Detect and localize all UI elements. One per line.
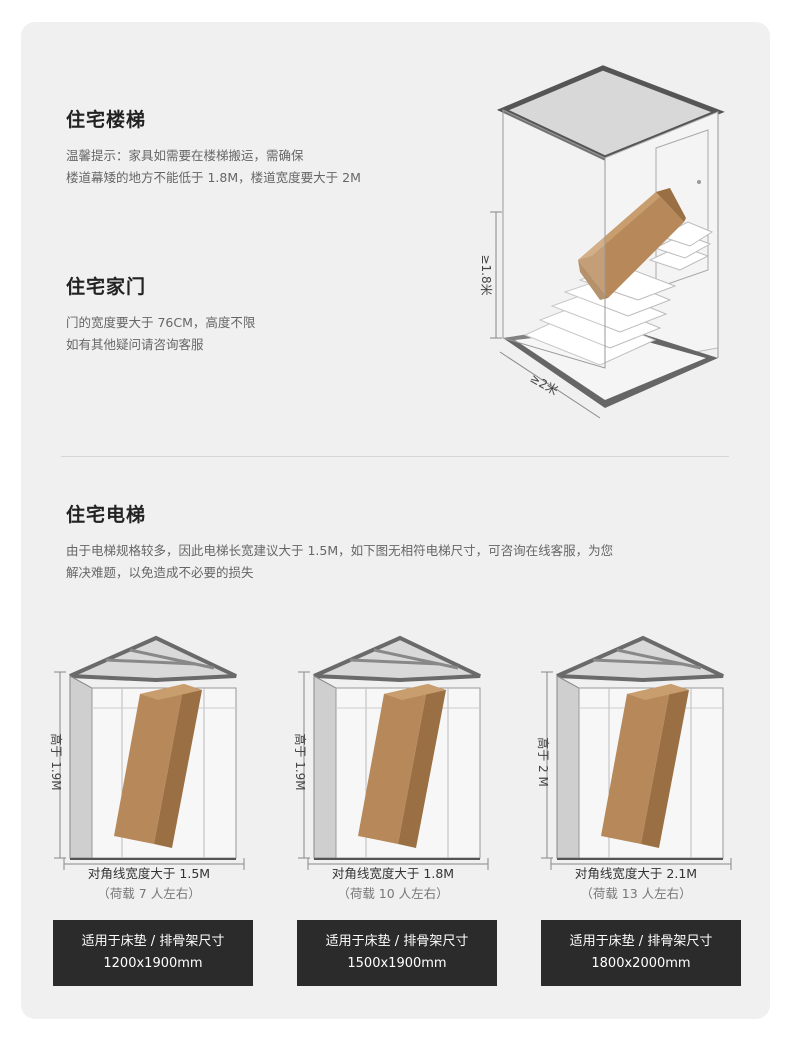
door-title: 住宅家门	[66, 276, 147, 298]
elevator-caption-3: 对角线宽度大于 2.1M （荷载 13 人左右）	[521, 864, 751, 904]
elevator-description: 由于电梯规格较多，因此电梯长宽建议大于 1.5M，如下图无相符电梯尺寸，可咨询在…	[66, 540, 736, 584]
door-description: 门的宽度要大于 76CM，高度不限 如有其他疑问请咨询客服	[66, 312, 255, 356]
size-box-dims-1: 1200x1900mm	[103, 956, 203, 971]
elevator-illustration-2: 高于 1.9M	[293, 635, 481, 860]
elevator-line-1: 由于电梯规格较多，因此电梯长宽建议大于 1.5M，如下图无相符电梯尺寸，可咨询在…	[66, 543, 614, 558]
diag-dimension-line-1	[63, 858, 245, 870]
stairs-line-2: 楼道幕矮的地方不能低于 1.8M，楼道宽度要大于 2M	[66, 170, 361, 185]
glass-wall	[502, 109, 606, 369]
size-box-1: 适用于床垫 / 排骨架尺寸 1200x1900mm	[53, 920, 253, 986]
elevator-ceiling-1	[69, 635, 237, 683]
diag-dimension-line-3	[550, 858, 732, 870]
size-box-dims-2: 1500x1900mm	[347, 956, 447, 971]
size-box-fit-2: 适用于床垫 / 排骨架尺寸	[325, 934, 469, 949]
load-label-1: （荷载 7 人左右）	[97, 886, 201, 901]
elevator-caption-1: 对角线宽度大于 1.5M （荷载 7 人左右）	[34, 864, 264, 904]
stairs-line-1: 温馨提示：家具如需要在楼梯搬运，需确保	[66, 148, 304, 163]
diag-label-2: 对角线宽度大于 1.8M	[331, 866, 455, 881]
height-label-1: 高于 1.9M	[49, 733, 64, 790]
size-box-2: 适用于床垫 / 排骨架尺寸 1500x1900mm	[297, 920, 497, 986]
diag-label-3: 对角线宽度大于 2.1M	[574, 866, 698, 881]
door-line-1: 门的宽度要大于 76CM，高度不限	[66, 315, 256, 330]
elevator-box-3	[601, 684, 689, 848]
size-box-fit-1: 适用于床垫 / 排骨架尺寸	[81, 934, 225, 949]
stairwell-illustration: ≥1.8米 ≥2米	[479, 65, 725, 419]
size-box-dims-3: 1800x2000mm	[591, 956, 691, 971]
elevator-illustration-3: 高于 2 M	[536, 635, 724, 860]
elevator-ceiling-2	[313, 635, 481, 683]
elevator-box-1	[114, 684, 202, 848]
elevator-caption-2: 对角线宽度大于 1.8M （荷载 10 人左右）	[278, 864, 508, 904]
elevator-left-wall-3	[556, 675, 580, 859]
size-box-fit-3: 适用于床垫 / 排骨架尺寸	[569, 934, 713, 949]
elevator-box-2	[358, 684, 446, 848]
stairwell-height-label: ≥1.8米	[479, 254, 493, 295]
elevator-left-wall-1	[69, 675, 93, 859]
load-label-3: （荷载 13 人左右）	[580, 886, 692, 901]
height-label-2: 高于 1.9M	[293, 733, 308, 790]
elevator-line-2: 解决难题，以免造成不必要的损失	[66, 565, 254, 580]
door-line-2: 如有其他疑问请咨询客服	[66, 337, 204, 352]
stairwell-width-label: ≥2米	[528, 371, 561, 398]
elevator-title: 住宅电梯	[66, 504, 147, 526]
staircase	[523, 221, 714, 366]
height-label-3: 高于 2 M	[536, 737, 551, 787]
load-label-2: （荷载 10 人左右）	[337, 886, 449, 901]
diag-label-1: 对角线宽度大于 1.5M	[87, 866, 211, 881]
diag-dimension-line-2	[307, 858, 489, 870]
stairs-title: 住宅楼梯	[66, 109, 147, 131]
stairs-description: 温馨提示：家具如需要在楼梯搬运，需确保 楼道幕矮的地方不能低于 1.8M，楼道宽…	[66, 145, 361, 189]
section-divider	[61, 456, 729, 457]
elevator-left-wall-2	[313, 675, 337, 859]
elevator-illustration-1: 高于 1.9M	[49, 635, 237, 860]
elevator-ceiling-3	[556, 635, 724, 683]
size-box-3: 适用于床垫 / 排骨架尺寸 1800x2000mm	[541, 920, 741, 986]
